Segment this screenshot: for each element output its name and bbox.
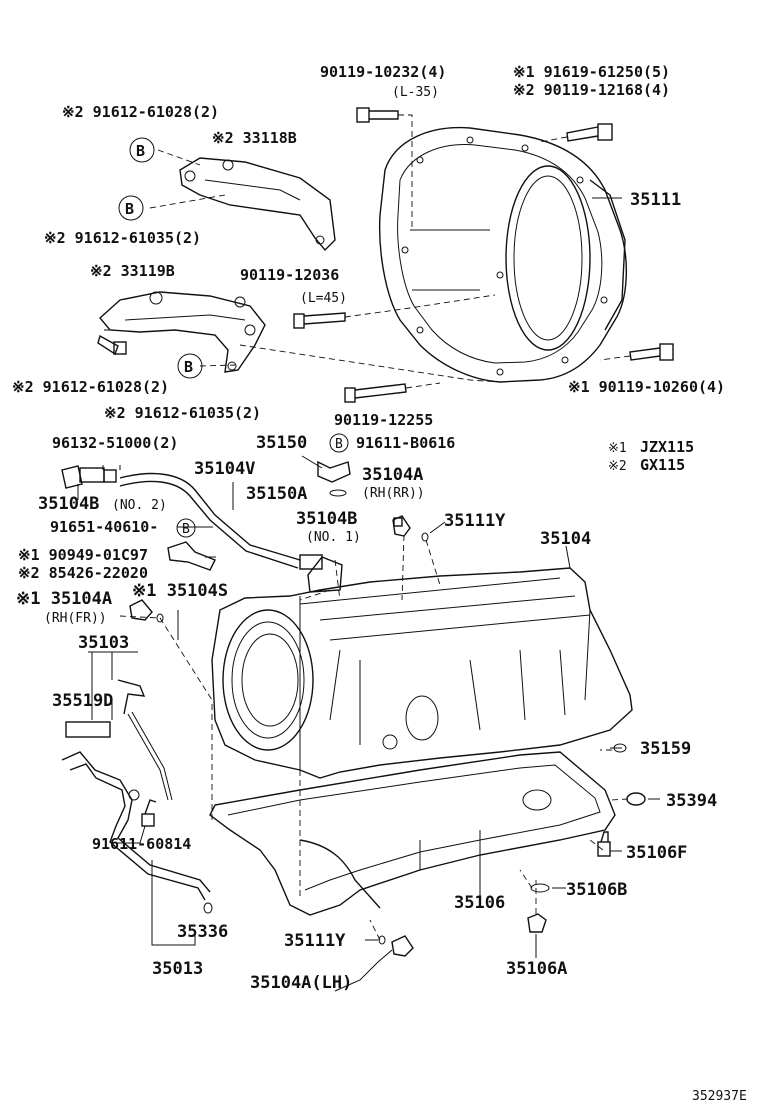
- label-no1: (NO. 1): [306, 530, 361, 545]
- label-91612-61028-mid: ※2 91612-61028(2): [12, 378, 169, 396]
- label-35150a: 35150A: [246, 484, 307, 504]
- label-35336: 35336: [177, 922, 228, 942]
- legend-mark-2: ※2: [608, 459, 627, 474]
- label-33119b: ※2 33119B: [90, 262, 175, 280]
- label-33118b: ※2 33118B: [212, 129, 297, 147]
- legend-mark-1: ※1: [608, 441, 627, 456]
- bolt-90119-10260: [629, 343, 674, 361]
- label-35111: 35111: [630, 190, 681, 210]
- label-91612-61028-top: ※2 91612-61028(2): [62, 103, 219, 121]
- oil-pan-35106: [209, 751, 616, 916]
- fitting-35104a-lh: [391, 935, 414, 957]
- label-90119-12255: 90119-12255: [334, 411, 433, 429]
- label-35159: 35159: [640, 739, 691, 759]
- diagram-id: 352937E: [692, 1089, 747, 1104]
- bolt-90119-12036: [293, 312, 346, 329]
- o-ring-35336: [203, 902, 213, 914]
- label-rh-rr: (RH(RR)): [362, 486, 425, 501]
- label-35150: 35150: [256, 433, 307, 453]
- legend-model-2: GX115: [640, 456, 685, 474]
- label-35104a-rr: 35104A: [362, 465, 423, 485]
- bolt-35106f: [597, 831, 611, 857]
- b-marker-3: B: [177, 353, 203, 379]
- label-35106: 35106: [454, 893, 505, 913]
- label-90119-10232: 90119-10232(4): [320, 63, 446, 81]
- svg-text:B: B: [125, 200, 134, 218]
- plug-35394: [626, 792, 646, 806]
- gasket-35150a: [329, 489, 347, 497]
- fitting-35104a-fr: [129, 599, 153, 621]
- svg-text:B: B: [184, 358, 193, 376]
- label-96132-51000: 96132-51000(2): [52, 434, 178, 452]
- label-35106f: 35106F: [626, 843, 687, 863]
- label-35104a-lh: 35104A(LH): [250, 973, 352, 993]
- plug-35150: [301, 455, 351, 483]
- hose-35104v: [119, 472, 343, 593]
- b-marker-2: B: [118, 195, 144, 221]
- label-90119-12036: 90119-12036: [240, 266, 339, 284]
- gasket-35111y-bot: [378, 935, 386, 945]
- transmission-case-35104: [211, 567, 633, 779]
- bracket-33118b: [179, 157, 336, 252]
- label-no2: (NO. 2): [112, 498, 167, 513]
- svg-text:B: B: [136, 142, 145, 160]
- bell-housing-35111: [378, 126, 628, 383]
- label-35013: 35013: [152, 959, 203, 979]
- label-35106b: 35106B: [566, 880, 627, 900]
- label-35104s: ※1 35104S: [132, 581, 228, 601]
- b-marker-5: B: [176, 518, 196, 538]
- label-35106a: 35106A: [506, 959, 567, 979]
- svg-text:B: B: [182, 522, 190, 537]
- label-l35: (L-35): [392, 85, 439, 100]
- label-35394: 35394: [666, 791, 717, 811]
- label-35111y-top: 35111Y: [444, 511, 506, 531]
- label-l45: (L=45): [300, 291, 347, 306]
- label-91611-60814: 91611-60814: [92, 835, 191, 853]
- bolt-91619-61250: [566, 123, 613, 142]
- label-rh-fr: (RH(FR)): [44, 611, 107, 626]
- legend-model-1: JZX115: [640, 438, 694, 456]
- label-85426-22020: ※2 85426-22020: [18, 564, 148, 582]
- label-90119-10260: ※1 90119-10260(4): [568, 378, 725, 396]
- label-90949-01c97: ※1 90949-01C97: [18, 546, 148, 564]
- gasket-35106b: [530, 883, 550, 893]
- dipstick-35103: [117, 679, 173, 801]
- label-35104b-no1: 35104B: [296, 509, 357, 529]
- guide-tube-35013: [61, 751, 211, 901]
- label-90119-12168: ※2 90119-12168(4): [513, 81, 670, 99]
- drain-plug-35106a: [527, 913, 547, 933]
- label-35104b-no2: 35104B: [38, 494, 99, 514]
- oil-tube: [299, 839, 381, 909]
- bolt-91611-60814: [141, 799, 157, 827]
- label-group: 90119-10232(4) (L-35) ※1 91619-61250(5) …: [12, 63, 747, 1104]
- label-35104a-fr: ※1 35104A: [16, 589, 112, 609]
- label-35104v: 35104V: [194, 459, 255, 479]
- bracket-33119b: [99, 291, 266, 373]
- svg-text:B: B: [335, 437, 343, 452]
- label-35519d: 35519D: [52, 691, 113, 711]
- label-35104: 35104: [540, 529, 591, 549]
- label-91619-61250: ※1 91619-61250(5): [513, 63, 670, 81]
- bolt-91612-61028-mid: [97, 334, 127, 356]
- label-35103: 35103: [78, 633, 129, 653]
- gasket-35111y-top: [421, 532, 429, 542]
- label-91651-40610: 91651-40610-: [50, 518, 158, 536]
- label-35111y-bot: 35111Y: [284, 931, 346, 951]
- fitting-35104b-no2: [61, 465, 117, 489]
- fitting-35104a-rr: [392, 515, 411, 537]
- b-marker-4: B: [329, 433, 349, 453]
- bolt-90119-12255: [344, 383, 407, 403]
- bolt-90119-10232: [356, 107, 399, 123]
- label-91611-b0616: 91611-B0616: [356, 434, 455, 452]
- label-91612-61035-mid: ※2 91612-61035(2): [104, 404, 261, 422]
- b-marker-1: B: [129, 137, 155, 163]
- label-plate-35519d: [65, 721, 111, 738]
- clamp-90949: [167, 541, 216, 571]
- gasket-35104s: [156, 613, 164, 623]
- label-91612-61035-top: ※2 91612-61035(2): [44, 229, 201, 247]
